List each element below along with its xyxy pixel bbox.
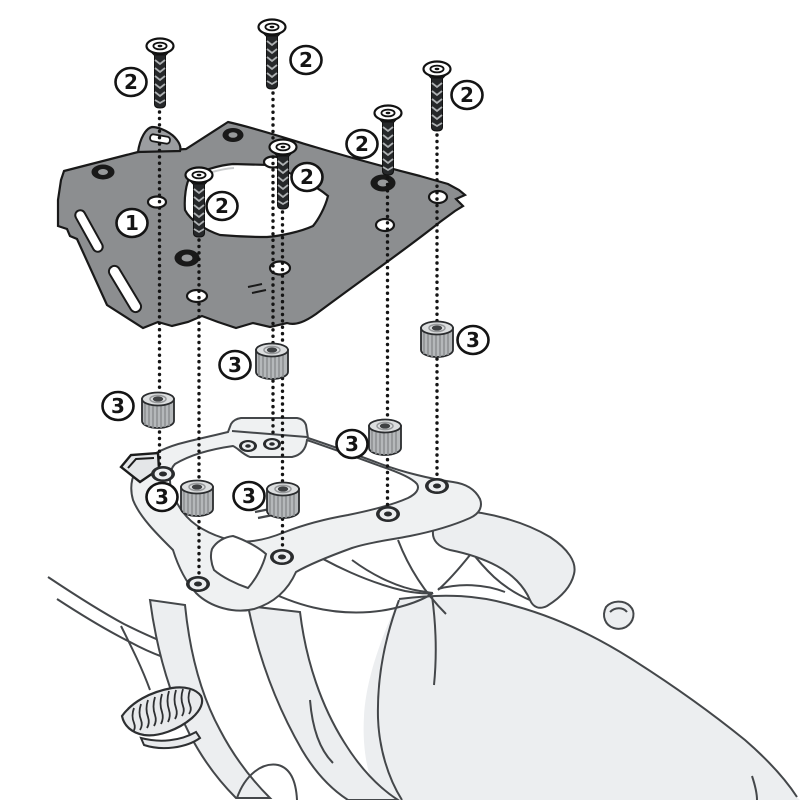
callout-part-3: 3 bbox=[456, 324, 490, 356]
subframe-band-right bbox=[246, 604, 400, 800]
callout-label: 2 bbox=[460, 83, 474, 107]
callout-part-3: 3 bbox=[232, 480, 266, 512]
callout-part-2: 2 bbox=[114, 66, 148, 98]
knurled-spacer bbox=[180, 479, 214, 517]
rack-bump-fold bbox=[231, 430, 308, 438]
callout-label: 2 bbox=[124, 70, 138, 94]
panel-line bbox=[299, 544, 434, 595]
tail-cowl-seam bbox=[751, 775, 758, 800]
knurled-spacer bbox=[420, 320, 454, 358]
left-panel-line bbox=[56, 598, 164, 658]
fender-ribs bbox=[120, 686, 204, 750]
callout-part-3: 3 bbox=[101, 390, 135, 422]
side-bracket bbox=[119, 451, 161, 484]
callout-part-2: 2 bbox=[290, 161, 324, 193]
plate-side-slots bbox=[74, 209, 143, 314]
tail-cowl-top-edge bbox=[398, 594, 798, 798]
callout-label: 2 bbox=[355, 132, 369, 156]
callout-part-2: 2 bbox=[450, 79, 484, 111]
callout-label: 2 bbox=[300, 165, 314, 189]
bottom-panel-line bbox=[309, 699, 334, 764]
countersunk-screw bbox=[257, 18, 287, 91]
callout-label: 3 bbox=[345, 432, 359, 456]
panel-line bbox=[261, 587, 434, 614]
callout-label: 3 bbox=[228, 353, 242, 377]
callout-label: 3 bbox=[242, 484, 256, 508]
callout-label: 3 bbox=[466, 328, 480, 352]
panel-line bbox=[397, 539, 447, 615]
callout-part-2: 2 bbox=[205, 190, 239, 222]
callout-part-3: 3 bbox=[218, 349, 252, 381]
callouts: 1 2 2 2 2 2 2 3 bbox=[101, 44, 490, 513]
plate-countersunk-holes bbox=[91, 128, 396, 267]
motorcycle-tail-drawing bbox=[47, 417, 800, 800]
callout-part-2: 2 bbox=[289, 44, 323, 76]
plate-surface-marks bbox=[247, 283, 267, 294]
callout-part-3: 3 bbox=[145, 481, 179, 513]
callout-label: 2 bbox=[299, 48, 313, 72]
countersunk-screw bbox=[422, 60, 452, 133]
callout-part-2: 2 bbox=[345, 128, 379, 160]
left-panel-line bbox=[120, 625, 151, 691]
tail-cowl-left-edge bbox=[376, 599, 403, 800]
callout-label: 1 bbox=[125, 211, 139, 235]
rear-rack bbox=[130, 417, 482, 612]
bottom-arch-line bbox=[236, 763, 298, 800]
knurled-spacer bbox=[266, 481, 300, 519]
grab-rail-band bbox=[431, 508, 576, 609]
side-bracket-inner bbox=[127, 457, 155, 469]
rack-lower-opening bbox=[209, 534, 268, 590]
callout-part-3: 3 bbox=[335, 428, 369, 460]
knurled-spacer bbox=[255, 342, 289, 380]
panel-line bbox=[351, 559, 434, 594]
knurled-spacer bbox=[368, 418, 402, 456]
knurled-spacer bbox=[141, 391, 175, 429]
tail-cowl-fill bbox=[363, 595, 800, 800]
tail-cowl-center-seam bbox=[431, 595, 437, 686]
panel-line bbox=[437, 584, 506, 593]
callout-label: 2 bbox=[215, 194, 229, 218]
callout-part-1: 1 bbox=[115, 207, 149, 239]
countersunk-screw bbox=[145, 37, 175, 110]
bumper-knob bbox=[602, 600, 635, 630]
callout-label: 3 bbox=[155, 485, 169, 509]
callout-label: 3 bbox=[111, 394, 125, 418]
